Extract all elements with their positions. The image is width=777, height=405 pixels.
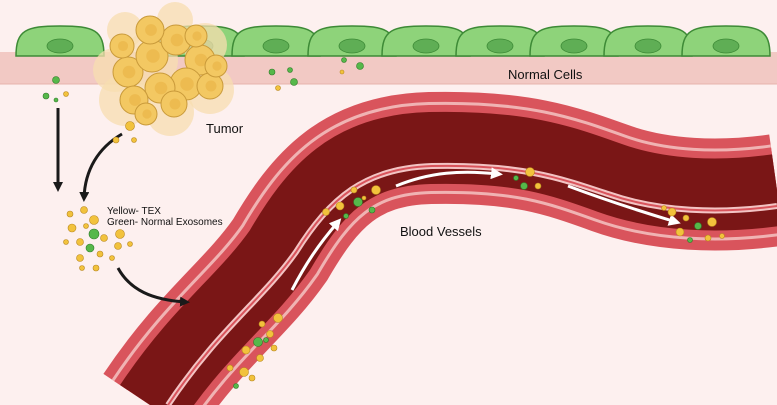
tex-exosome-icon xyxy=(371,185,381,195)
tex-exosome-icon xyxy=(63,239,69,245)
tex-exosome-icon xyxy=(258,320,266,328)
tex-exosome-icon xyxy=(100,234,108,242)
arrow-icon xyxy=(567,184,681,226)
tex-exosome-icon xyxy=(92,264,100,272)
tex-exosome-icon xyxy=(270,344,278,352)
tex-exosome-icon xyxy=(266,330,274,338)
tex-exosome-icon xyxy=(335,201,345,211)
tex-exosome-icon xyxy=(76,254,84,262)
normal-exosome-icon xyxy=(53,97,59,103)
normal-exosome-icon xyxy=(513,175,519,181)
normal-cell-icon xyxy=(603,25,693,57)
normal-exosome-icon xyxy=(356,62,364,70)
tex-exosome-icon xyxy=(96,250,104,258)
normal-exosome-icon xyxy=(368,206,376,214)
normal-exosome-icon xyxy=(287,67,293,73)
normal-exosome-icon xyxy=(343,213,349,219)
tumor-label: Tumor xyxy=(206,121,244,136)
blood-vessels-label: Blood Vessels xyxy=(400,224,482,239)
tex-exosome-icon xyxy=(534,182,542,190)
normal-exosome-icon xyxy=(88,228,100,240)
tex-exosome-icon xyxy=(719,233,725,239)
tex-exosome-icon xyxy=(682,214,690,222)
tex-exosome-icon xyxy=(63,91,69,97)
normal-exosome-icon xyxy=(42,92,50,100)
tex-exosome-icon xyxy=(350,186,358,194)
tex-exosome-icon xyxy=(361,195,367,201)
arrow-icon xyxy=(116,267,190,307)
normal-cell-icon xyxy=(231,25,321,57)
normal-exosome-icon xyxy=(253,337,263,347)
vessel-lumen xyxy=(120,111,777,405)
tex-exosome-icon xyxy=(109,255,115,261)
tumor-cell-icon xyxy=(135,39,169,73)
normal-exosome-icon xyxy=(290,78,298,86)
normal-exosome-icon xyxy=(353,197,363,207)
legend-yellow: Yellow- TEX xyxy=(107,206,161,217)
tumor-cell-icon xyxy=(160,90,188,118)
normal-cell-icon xyxy=(529,25,619,57)
tex-exosome-icon xyxy=(256,354,264,362)
flow-arrows xyxy=(53,108,681,307)
tex-exosome-icon xyxy=(275,85,281,91)
tex-exosome-icon xyxy=(707,217,717,227)
normal-cell-icon xyxy=(381,25,471,57)
tex-exosome-icon xyxy=(80,206,88,214)
tex-exosome-icon xyxy=(125,121,135,131)
normal-cells-label: Normal Cells xyxy=(508,67,583,82)
tex-exosome-icon xyxy=(79,265,85,271)
tumor-cell-icon xyxy=(109,33,135,59)
tumor-cell-icon xyxy=(160,24,192,56)
tex-exosome-icon xyxy=(339,69,345,75)
tumor-cell-icon xyxy=(196,72,224,100)
tex-exosome-icon xyxy=(661,205,667,211)
exosomes-layer xyxy=(42,57,725,389)
arrow-icon xyxy=(79,132,123,202)
tex-exosome-icon xyxy=(114,242,122,250)
tex-exosome-icon xyxy=(67,223,77,233)
tex-exosome-icon xyxy=(226,364,234,372)
tex-exosome-icon xyxy=(248,374,256,382)
tex-exosome-icon xyxy=(115,229,125,239)
tex-exosome-icon xyxy=(83,223,89,229)
tex-exosome-icon xyxy=(704,234,712,242)
tumor-cell-icon xyxy=(134,102,158,126)
normal-exosome-icon xyxy=(520,182,528,190)
normal-exosome-icon xyxy=(52,76,60,84)
normal-exosome-icon xyxy=(263,337,269,343)
tex-exosome-icon xyxy=(675,227,685,237)
tex-exosome-icon xyxy=(525,167,535,177)
tumor-cell-icon xyxy=(204,54,228,78)
tumor-cell-icon xyxy=(135,15,165,45)
tex-exosome-icon xyxy=(667,207,677,217)
tumor-cell-icon xyxy=(184,24,208,48)
tex-exosome-icon xyxy=(76,238,84,246)
vessel-divider-core xyxy=(167,164,777,405)
normal-exosome-icon xyxy=(268,68,276,76)
tex-exosome-icon xyxy=(89,215,99,225)
normal-exosome-icon xyxy=(687,237,693,243)
normal-exosome-icon xyxy=(233,383,239,389)
blood-vessel xyxy=(103,91,777,405)
normal-exosome-icon xyxy=(341,57,347,63)
normal-exosome-icon xyxy=(694,222,702,230)
tex-exosome-icon xyxy=(239,367,249,377)
tex-exosome-icon xyxy=(127,241,133,247)
arrow-icon xyxy=(290,218,342,291)
tex-exosome-icon xyxy=(131,137,137,143)
normal-cell-icon xyxy=(307,25,397,57)
tex-exosome-icon xyxy=(66,210,74,218)
tex-exosome-icon xyxy=(112,136,120,144)
normal-cell-icon xyxy=(15,25,105,57)
normal-cell-icon xyxy=(681,25,771,57)
tex-exosome-icon xyxy=(241,345,251,355)
tumor-cluster xyxy=(93,2,234,136)
legend-green: Green- Normal Exosomes xyxy=(107,217,223,228)
tex-exosome-icon xyxy=(322,208,330,216)
normal-exosome-icon xyxy=(85,243,95,253)
arrow-icon xyxy=(395,167,503,188)
tex-exosome-icon xyxy=(273,313,283,323)
